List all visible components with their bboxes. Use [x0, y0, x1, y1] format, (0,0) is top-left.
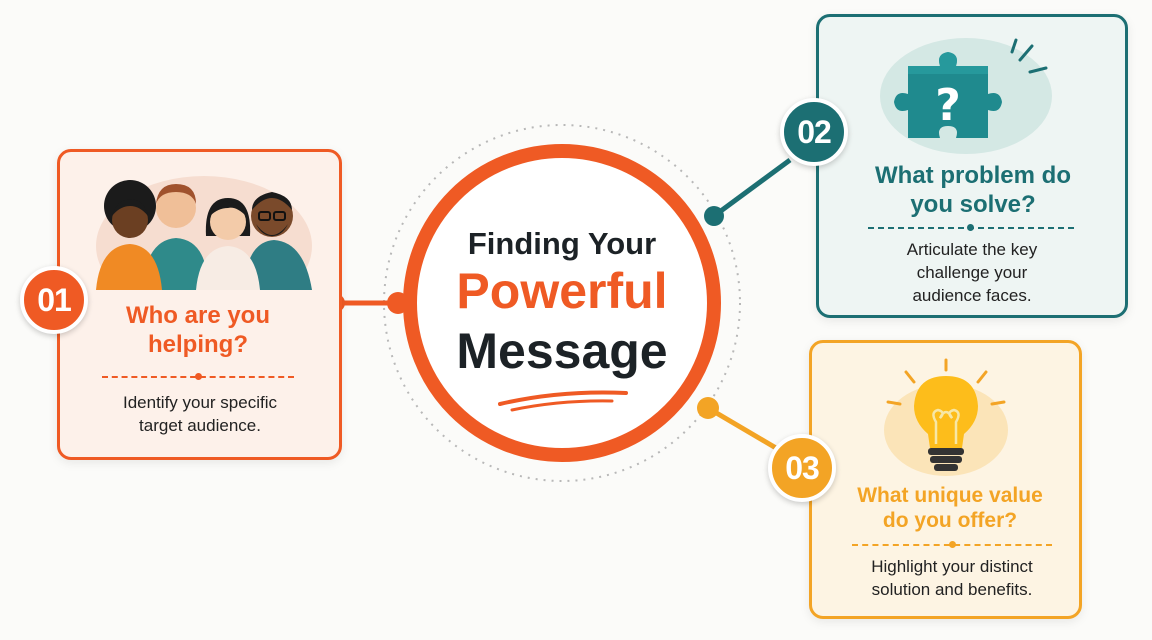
- svg-text:?: ?: [935, 80, 961, 131]
- step-divider-dot-3: [949, 541, 956, 548]
- connector-line-3: [706, 405, 778, 451]
- step-description-2: Articulate the key challenge your audien…: [906, 240, 1038, 305]
- center-title-line1: Finding Your: [467, 226, 657, 261]
- center-title-line3: Message: [456, 323, 668, 379]
- step-title-1: Who are you helping?: [125, 302, 270, 358]
- step-number-badge-3: 03: [768, 434, 836, 502]
- step-divider-dot-1: [195, 373, 202, 380]
- hub-circle: [403, 144, 721, 462]
- step-description-3: Highlight your distinct solution and ben…: [871, 557, 1033, 599]
- lightbulb-icon: [884, 358, 1008, 476]
- connector-line-2: [712, 157, 792, 219]
- people-group-icon: [96, 176, 312, 290]
- step-title-2: What problem do you solve?: [875, 162, 1071, 218]
- swoosh-underline-2: [510, 399, 614, 412]
- connector-dot-2: [704, 206, 724, 226]
- step-number-badge-2: 02: [780, 98, 848, 166]
- connector-dot-3: [697, 397, 719, 419]
- swoosh-underline: [498, 390, 628, 406]
- outer-dotted-ring: [383, 124, 741, 482]
- step-number-badge-1: 01: [20, 266, 88, 334]
- step-title-3: What unique value do you offer?: [857, 484, 1043, 533]
- step-description-1: Identify your specific target audience.: [122, 393, 277, 435]
- puzzle-question-icon: ?: [880, 38, 1052, 154]
- center-title-line2: Powerful: [456, 263, 668, 319]
- step-divider-dot-2: [967, 224, 974, 231]
